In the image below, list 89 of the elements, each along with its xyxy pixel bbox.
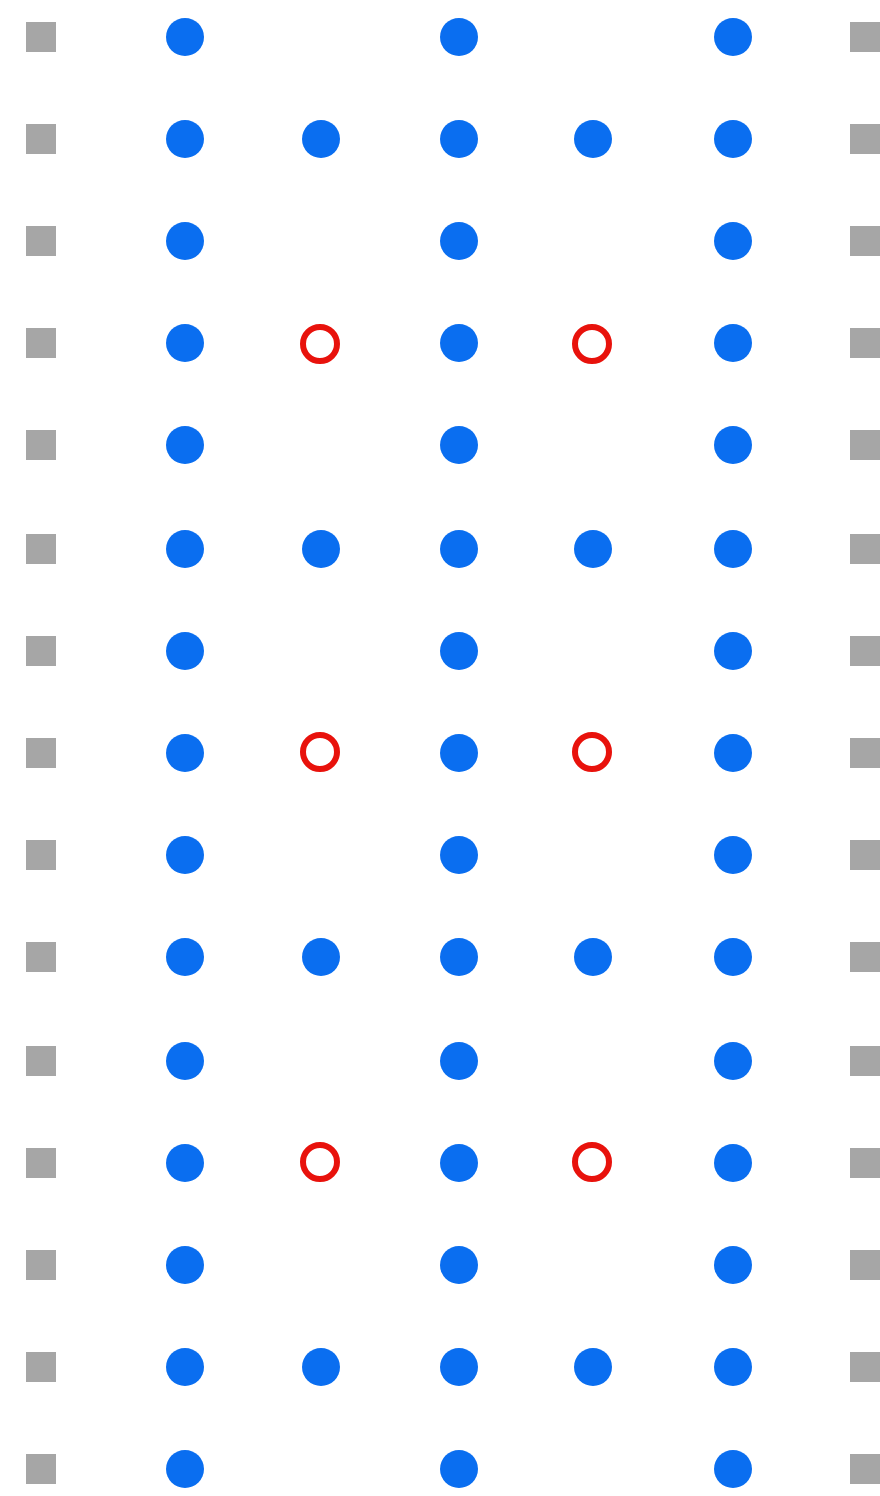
square-marker bbox=[849, 1249, 879, 1280]
dot bbox=[439, 426, 477, 465]
dot bbox=[165, 324, 203, 363]
dot bbox=[165, 17, 203, 55]
square-marker bbox=[849, 1147, 879, 1178]
square-marker bbox=[849, 21, 879, 51]
dot bbox=[713, 119, 751, 158]
dot bbox=[439, 836, 477, 875]
square-marker bbox=[25, 1454, 55, 1485]
square-marker bbox=[25, 123, 55, 154]
dot bbox=[165, 1143, 203, 1182]
square-marker bbox=[849, 225, 879, 256]
dot bbox=[713, 1348, 751, 1387]
dot bbox=[439, 324, 477, 363]
dot bbox=[301, 938, 339, 977]
square-marker bbox=[25, 1045, 55, 1075]
dot bbox=[301, 529, 339, 567]
dot bbox=[713, 733, 751, 772]
dot bbox=[165, 836, 203, 875]
dot bbox=[713, 1041, 751, 1079]
square-marker bbox=[25, 430, 55, 461]
dot bbox=[301, 119, 339, 158]
dot bbox=[713, 938, 751, 977]
square-marker bbox=[25, 1147, 55, 1178]
dot bbox=[165, 426, 203, 465]
dot bbox=[713, 1143, 751, 1182]
dot bbox=[165, 221, 203, 260]
dot bbox=[713, 426, 751, 465]
square-marker bbox=[849, 533, 879, 563]
dot bbox=[439, 1450, 477, 1489]
dot bbox=[439, 1348, 477, 1387]
dot bbox=[165, 733, 203, 772]
dot bbox=[573, 938, 611, 977]
dot bbox=[439, 1245, 477, 1284]
square-marker bbox=[25, 1249, 55, 1280]
dot bbox=[713, 1245, 751, 1284]
dot bbox=[165, 631, 203, 670]
square-marker bbox=[25, 21, 55, 51]
dot bbox=[439, 119, 477, 158]
square-marker bbox=[25, 840, 55, 871]
dot bbox=[439, 17, 477, 55]
square-marker bbox=[25, 737, 55, 768]
square-marker bbox=[25, 328, 55, 359]
dot bbox=[573, 529, 611, 567]
dot bbox=[439, 221, 477, 260]
square-marker bbox=[849, 430, 879, 461]
square-marker bbox=[849, 635, 879, 666]
ring-marker bbox=[300, 1142, 340, 1183]
square-marker bbox=[849, 1045, 879, 1075]
ring-marker bbox=[300, 732, 340, 773]
dot bbox=[439, 1143, 477, 1182]
square-marker bbox=[849, 840, 879, 871]
dot bbox=[301, 1348, 339, 1387]
dot bbox=[713, 17, 751, 55]
dot bbox=[713, 631, 751, 670]
dot bbox=[439, 1041, 477, 1079]
square-marker bbox=[25, 1352, 55, 1383]
dot bbox=[439, 938, 477, 977]
dot bbox=[165, 1041, 203, 1079]
square-marker bbox=[25, 533, 55, 563]
dot bbox=[165, 1348, 203, 1387]
dot bbox=[573, 119, 611, 158]
dot bbox=[713, 221, 751, 260]
dot bbox=[165, 1450, 203, 1489]
dot bbox=[165, 938, 203, 977]
dot bbox=[439, 631, 477, 670]
dot bbox=[439, 733, 477, 772]
square-marker bbox=[25, 942, 55, 973]
dot bbox=[165, 1245, 203, 1284]
square-marker bbox=[849, 1352, 879, 1383]
dot bbox=[573, 1348, 611, 1387]
dot bbox=[439, 529, 477, 567]
ring-marker bbox=[572, 1142, 612, 1183]
ring-marker bbox=[300, 323, 340, 364]
square-marker bbox=[25, 225, 55, 256]
ring-marker bbox=[572, 732, 612, 773]
dot bbox=[165, 119, 203, 158]
square-marker bbox=[849, 1454, 879, 1485]
ring-marker bbox=[572, 323, 612, 364]
square-marker bbox=[849, 737, 879, 768]
dot bbox=[713, 529, 751, 567]
square-marker bbox=[849, 328, 879, 359]
square-marker bbox=[25, 635, 55, 666]
dot bbox=[165, 529, 203, 567]
square-marker bbox=[849, 942, 879, 973]
square-marker bbox=[849, 123, 879, 154]
dot bbox=[713, 836, 751, 875]
dot bbox=[713, 1450, 751, 1489]
dot bbox=[713, 324, 751, 363]
